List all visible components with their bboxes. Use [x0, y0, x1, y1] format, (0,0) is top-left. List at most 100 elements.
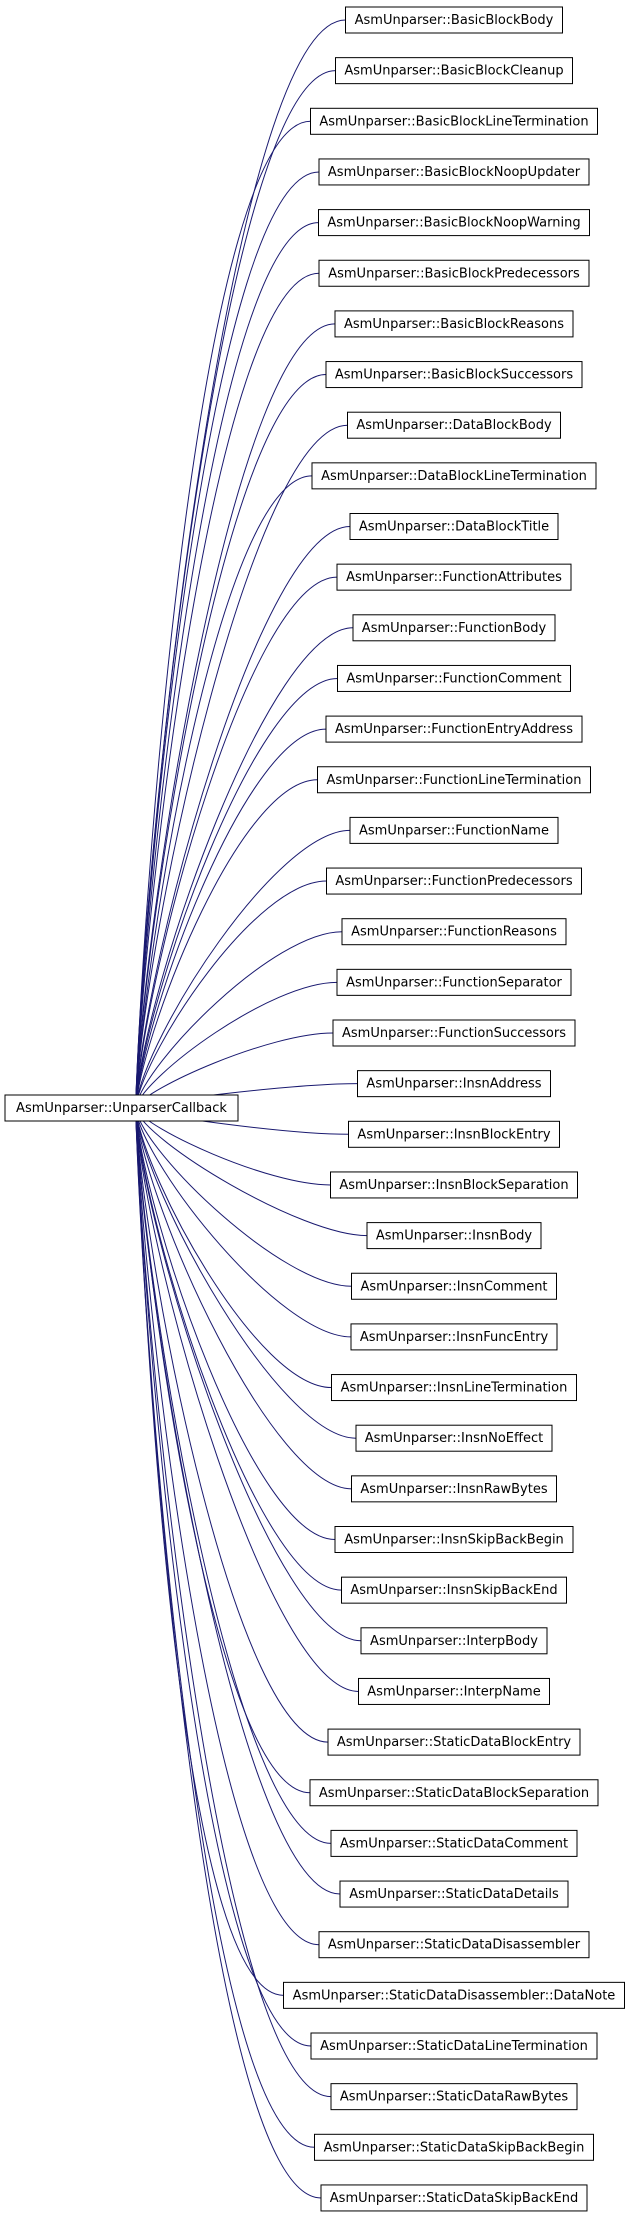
derived-class-node[interactable]: AsmUnparser::InsnAddress: [357, 1070, 551, 1098]
derived-class-box: [352, 614, 556, 642]
derived-class-node[interactable]: AsmUnparser::InsnBlockEntry: [348, 1120, 560, 1148]
derived-class-node[interactable]: AsmUnparser::DataBlockBody: [347, 411, 561, 439]
derived-class-label: AsmUnparser::InsnBlockSeparation: [339, 1178, 568, 1193]
derived-class-node[interactable]: AsmUnparser::FunctionBody: [352, 614, 556, 642]
derived-class-label: AsmUnparser::BasicBlockPredecessors: [328, 266, 580, 281]
derived-class-node[interactable]: AsmUnparser::StaticDataRawBytes: [330, 2083, 578, 2111]
derived-class-node[interactable]: AsmUnparser::InsnLineTermination: [331, 1374, 577, 1402]
derived-class-box: [339, 1880, 569, 1908]
derived-class-node[interactable]: AsmUnparser::BasicBlockBody: [345, 6, 563, 34]
derived-class-label: AsmUnparser::StaticDataBlockEntry: [337, 1735, 572, 1750]
derived-class-node[interactable]: AsmUnparser::StaticDataSkipBackEnd: [320, 2184, 588, 2212]
inheritance-edge: [135, 880, 327, 1106]
derived-class-node[interactable]: AsmUnparser::FunctionComment: [337, 664, 571, 692]
derived-class-box: [331, 1374, 577, 1402]
derived-class-node[interactable]: AsmUnparser::FunctionReasons: [341, 918, 567, 946]
derived-class-box: [337, 664, 571, 692]
inheritance-edge: [135, 1117, 341, 1895]
derived-class-node[interactable]: AsmUnparser::FunctionSuccessors: [332, 1019, 576, 1047]
derived-class-node[interactable]: AsmUnparser::StaticDataLineTermination: [310, 2032, 598, 2060]
derived-class-node[interactable]: AsmUnparser::FunctionPredecessors: [326, 867, 582, 895]
derived-class-box: [311, 462, 597, 490]
derived-class-node[interactable]: AsmUnparser::FunctionSeparator: [336, 968, 572, 996]
derived-class-box: [341, 918, 567, 946]
inheritance-edge: [135, 171, 320, 1097]
derived-class-label: AsmUnparser::InsnSkipBackEnd: [350, 1583, 557, 1598]
derived-class-label: AsmUnparser::InsnSkipBackBegin: [344, 1533, 564, 1548]
inheritance-edge: [135, 1111, 332, 1389]
derived-class-node[interactable]: AsmUnparser::BasicBlockCleanup: [335, 57, 573, 85]
derived-class-box: [318, 259, 590, 287]
inheritance-edge: [135, 1113, 342, 1591]
derived-class-node[interactable]: AsmUnparser::InsnRawBytes: [351, 1475, 557, 1503]
inheritance-edge: [135, 120, 311, 1097]
derived-class-label: AsmUnparser::InsnLineTermination: [341, 1381, 568, 1396]
derived-class-node[interactable]: AsmUnparser::BasicBlockNoopWarning: [318, 209, 590, 237]
derived-class-node[interactable]: AsmUnparser::DataBlockLineTermination: [311, 462, 597, 490]
derived-class-label: AsmUnparser::BasicBlockReasons: [344, 317, 564, 332]
derived-class-box: [283, 1981, 625, 2009]
derived-class-node[interactable]: AsmUnparser::StaticDataBlockEntry: [327, 1728, 581, 1756]
derived-class-node[interactable]: AsmUnparser::InsnComment: [351, 1272, 557, 1300]
derived-class-box: [330, 2083, 578, 2111]
derived-class-box: [320, 2184, 588, 2212]
derived-class-box: [349, 513, 559, 540]
base-class-node[interactable]: AsmUnparser::UnparserCallback: [4, 1094, 239, 1122]
derived-class-box: [310, 2032, 598, 2060]
derived-class-node[interactable]: AsmUnparser::InsnNoEffect: [355, 1424, 553, 1452]
derived-class-box: [318, 1931, 590, 1959]
derived-class-label: AsmUnparser::FunctionReasons: [351, 925, 557, 940]
derived-class-box: [341, 1576, 567, 1604]
derived-class-node[interactable]: AsmUnparser::BasicBlockPredecessors: [318, 259, 590, 287]
derived-class-label: AsmUnparser::StaticDataDisassembler: [328, 1938, 581, 1953]
derived-class-label: AsmUnparser::StaticDataRawBytes: [340, 2090, 569, 2105]
derived-class-node[interactable]: AsmUnparser::BasicBlockReasons: [334, 310, 574, 338]
derived-class-label: AsmUnparser::InsnBody: [376, 1229, 533, 1244]
inheritance-edge: [135, 1118, 320, 1946]
derived-class-node[interactable]: AsmUnparser::InsnBlockSeparation: [330, 1171, 578, 1199]
derived-class-node[interactable]: AsmUnparser::FunctionLineTermination: [317, 766, 591, 794]
derived-class-label: AsmUnparser::StaticDataSkipBackEnd: [330, 2191, 578, 2206]
derived-class-label: AsmUnparser::FunctionAttributes: [346, 570, 562, 585]
derived-class-label: AsmUnparser::InterpName: [367, 1684, 540, 1699]
derived-class-node[interactable]: AsmUnparser::StaticDataDisassembler::Dat…: [283, 1981, 625, 2009]
inheritance-edge: [135, 1116, 332, 1844]
derived-class-label: AsmUnparser::StaticDataDisassembler::Dat…: [293, 1988, 616, 2003]
derived-class-node[interactable]: AsmUnparser::FunctionName: [349, 816, 559, 844]
derived-class-label: AsmUnparser::FunctionSeparator: [346, 975, 562, 990]
derived-class-node[interactable]: AsmUnparser::FunctionEntryAddress: [325, 715, 583, 743]
derived-class-node[interactable]: AsmUnparser::InsnBody: [366, 1222, 542, 1250]
inheritance-edge: [135, 1110, 352, 1338]
inheritance-edge: [135, 424, 348, 1100]
derived-class-label: AsmUnparser::StaticDataBlockSeparation: [319, 1786, 589, 1801]
derived-class-label: AsmUnparser::InterpBody: [370, 1634, 538, 1649]
derived-class-box: [317, 766, 591, 794]
derived-class-box: [360, 1627, 548, 1655]
derived-class-node[interactable]: AsmUnparser::BasicBlockLineTermination: [310, 107, 598, 135]
derived-class-node[interactable]: AsmUnparser::StaticDataComment: [330, 1829, 578, 1857]
derived-class-node[interactable]: AsmUnparser::DataBlockTitle: [349, 513, 559, 540]
inheritance-edge: [135, 475, 313, 1101]
derived-class-label: AsmUnparser::DataBlockLineTermination: [321, 469, 587, 484]
derived-class-box: [336, 563, 572, 591]
derived-class-label: AsmUnparser::FunctionLineTermination: [327, 773, 582, 788]
derived-class-node[interactable]: AsmUnparser::StaticDataDisassembler: [318, 1931, 590, 1959]
derived-class-node[interactable]: AsmUnparser::InterpBody: [360, 1627, 548, 1655]
derived-class-label: AsmUnparser::BasicBlockNoopUpdater: [328, 165, 581, 180]
derived-class-node[interactable]: AsmUnparser::StaticDataSkipBackBegin: [314, 2133, 594, 2161]
derived-class-node[interactable]: AsmUnparser::InterpName: [358, 1677, 550, 1705]
derived-class-node[interactable]: AsmUnparser::StaticDataBlockSeparation: [309, 1779, 599, 1807]
derived-class-node[interactable]: AsmUnparser::StaticDataDetails: [339, 1880, 569, 1908]
derived-class-node[interactable]: AsmUnparser::InsnSkipBackEnd: [341, 1576, 567, 1604]
derived-class-node[interactable]: AsmUnparser::InsnFuncEntry: [350, 1323, 558, 1351]
derived-class-box: [350, 1323, 558, 1351]
derived-class-node[interactable]: AsmUnparser::InsnSkipBackBegin: [334, 1526, 574, 1553]
derived-class-node[interactable]: AsmUnparser::BasicBlockNoopUpdater: [318, 158, 590, 186]
derived-class-node[interactable]: AsmUnparser::BasicBlockSuccessors: [325, 361, 583, 389]
inheritance-edge: [135, 1110, 352, 1287]
derived-class-node[interactable]: AsmUnparser::FunctionAttributes: [336, 563, 572, 591]
inheritance-edge: [135, 1109, 368, 1237]
inheritance-edge: [135, 1116, 311, 1794]
inheritance-edge: [135, 1119, 312, 2047]
